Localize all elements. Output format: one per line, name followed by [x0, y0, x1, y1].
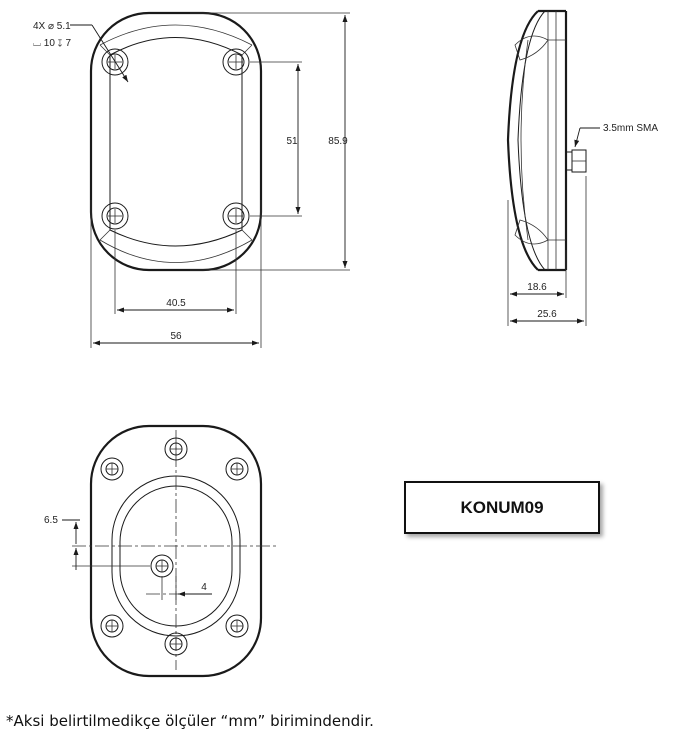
bottom-view-outline [89, 424, 263, 678]
top-view [70, 11, 350, 348]
dimension-25-6: 25.6 [537, 309, 557, 320]
product-tag-box: KONUM09 [404, 481, 600, 534]
mounting-hole-top-right [222, 48, 250, 76]
sma-connector-label: 3.5mm SMA [603, 123, 658, 134]
screw-hole-upper-left [100, 457, 124, 481]
dimension-85-9: 85.9 [328, 136, 348, 147]
screw-hole-upper-right [225, 457, 249, 481]
top-view-outline [89, 11, 263, 272]
dimension-51: 51 [286, 136, 298, 147]
dimension-56: 56 [170, 331, 182, 342]
side-view-curved-face [506, 10, 539, 271]
mounting-hole-bottom-right [222, 202, 250, 230]
mounting-hole-bottom-left [101, 202, 129, 230]
side-view [506, 9, 600, 326]
feed-hole [150, 554, 174, 578]
dimension-4: 4 [201, 582, 207, 593]
units-footnote: *Aksi belirtilmedikçe ölçüler “mm” birim… [6, 712, 374, 730]
dimension-6-5: 6.5 [44, 515, 58, 526]
sma-connector [565, 149, 587, 173]
product-tag-text: KONUM09 [460, 497, 544, 517]
dimension-40-5: 40.5 [166, 298, 186, 309]
screw-hole-bottom [164, 632, 188, 656]
top-view-inner-panel [109, 37, 243, 247]
bottom-view [62, 424, 276, 678]
screw-hole-top [164, 437, 188, 461]
hole-callout-counterbore: ⌴ 10 ↧ 7 [33, 38, 71, 49]
hole-callout-diameter: 4X ⌀ 5.1 [33, 21, 71, 32]
dimension-18-6: 18.6 [527, 282, 547, 293]
screw-hole-lower-right [225, 614, 249, 638]
screw-hole-lower-left [100, 614, 124, 638]
